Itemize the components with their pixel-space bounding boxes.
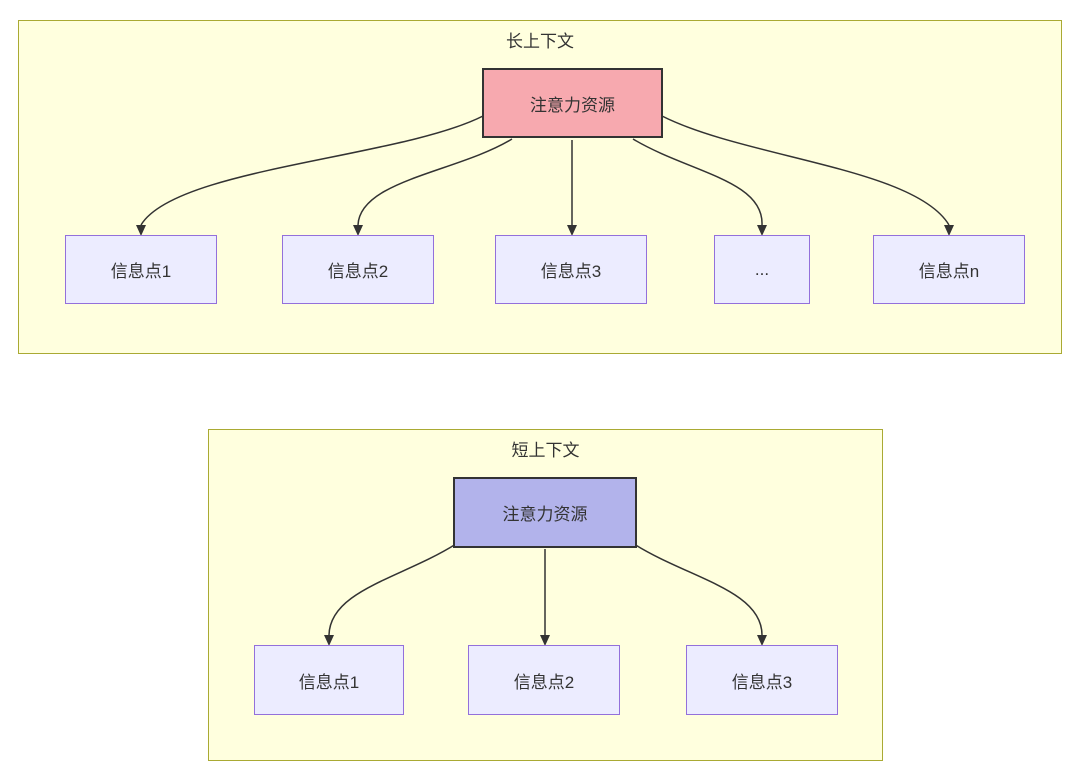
- long-attention-node: 注意力资源: [482, 68, 663, 138]
- long-context-title: 长上下文: [506, 32, 574, 51]
- short-attention-node: 注意力资源: [453, 477, 637, 548]
- long-info-node-2: 信息点2: [282, 235, 434, 304]
- long-info-node-ellipsis: ...: [714, 235, 810, 304]
- long-info-node-n: 信息点n: [873, 235, 1025, 304]
- short-context-title: 短上下文: [511, 441, 580, 460]
- long-info-node-3: 信息点3: [495, 235, 647, 304]
- short-info-node-3: 信息点3: [686, 645, 838, 715]
- long-info-node-1: 信息点1: [65, 235, 217, 304]
- short-info-node-2: 信息点2: [468, 645, 620, 715]
- short-info-node-1: 信息点1: [254, 645, 404, 715]
